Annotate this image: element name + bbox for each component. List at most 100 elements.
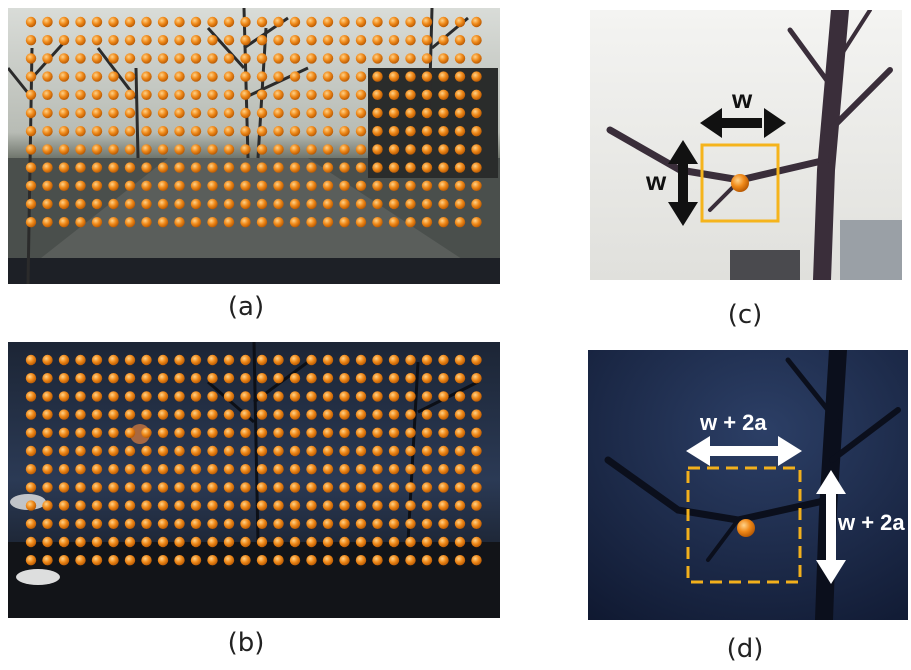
grid-dot	[438, 35, 449, 46]
grid-dot	[405, 16, 416, 28]
grid-dot	[454, 53, 466, 64]
grid-dot	[388, 180, 400, 191]
grid-dot	[355, 162, 367, 173]
grid-dot	[223, 198, 235, 210]
grid-dot	[108, 445, 119, 457]
grid-dot	[273, 53, 284, 64]
grid-dot	[141, 427, 152, 438]
grid-dot	[339, 536, 350, 548]
grid-dot	[256, 427, 268, 438]
grid-dot	[372, 391, 383, 402]
grid-dot	[124, 482, 136, 493]
grid-dot	[207, 445, 218, 457]
grid-dot	[289, 482, 301, 493]
grid-dot	[42, 354, 53, 366]
grid-dot	[306, 71, 317, 82]
grid-dot	[273, 16, 284, 28]
grid-dot	[58, 354, 70, 366]
grid-dot	[339, 126, 350, 137]
grid-dot	[207, 71, 218, 82]
grid-dot	[58, 409, 70, 420]
grid-dot	[388, 126, 400, 137]
grid-dot	[454, 107, 466, 119]
grid-dot	[25, 126, 37, 137]
grid-dot	[108, 89, 119, 101]
grid-dot	[405, 482, 416, 493]
grid-dot	[306, 409, 317, 420]
grid-dot	[306, 536, 317, 548]
grid-dot	[355, 555, 367, 566]
grid-dot	[240, 482, 251, 493]
grid-dot	[306, 482, 317, 493]
grid-dot	[289, 536, 301, 548]
grid-dot	[108, 373, 119, 384]
grid-dot	[273, 391, 284, 402]
grid-dot	[438, 482, 449, 493]
grid-dot	[75, 126, 86, 137]
grid-dot	[240, 144, 251, 155]
grid-dot	[157, 464, 169, 475]
grid-dot	[355, 89, 367, 101]
grid-dot	[421, 373, 433, 384]
grid-dot	[91, 198, 103, 210]
grid-dot	[405, 500, 416, 511]
grid-dot	[58, 162, 70, 173]
grid-dot	[339, 500, 350, 511]
grid-dot	[190, 35, 202, 46]
grid-dot	[454, 71, 466, 82]
grid-dot	[289, 107, 301, 119]
grid-dot	[471, 71, 482, 82]
grid-dot	[471, 373, 482, 384]
grid-dot	[256, 144, 268, 155]
grid-dot	[58, 107, 70, 119]
grid-dot	[124, 89, 136, 101]
height-arrow-d	[816, 470, 846, 584]
grid-dot	[223, 89, 235, 101]
panel-a-svg	[8, 8, 500, 284]
grid-dot	[42, 445, 53, 457]
grid-dot	[306, 107, 317, 119]
grid-dot	[42, 89, 53, 101]
grid-dot	[322, 555, 334, 566]
grid-dot	[438, 409, 449, 420]
grid-dot	[190, 198, 202, 210]
grid-dot	[405, 35, 416, 46]
grid-dot	[372, 500, 383, 511]
grid-dot	[322, 373, 334, 384]
grid-dot	[372, 198, 383, 210]
grid-dot	[223, 162, 235, 173]
grid-dot	[207, 409, 218, 420]
grid-dot	[289, 89, 301, 101]
grid-dot	[306, 126, 317, 137]
grid-dot	[223, 180, 235, 191]
grid-dot	[471, 162, 482, 173]
grid-dot	[240, 162, 251, 173]
grid-dot	[339, 482, 350, 493]
grid-dot	[141, 53, 152, 64]
grid-dot	[91, 500, 103, 511]
grid-dot	[289, 16, 301, 28]
grid-dot	[108, 409, 119, 420]
grid-dot	[438, 144, 449, 155]
grid-dot	[141, 500, 152, 511]
grid-dot	[421, 126, 433, 137]
grid-dot	[42, 536, 53, 548]
grid-dot	[207, 180, 218, 191]
grid-dot	[58, 482, 70, 493]
grid-dot	[207, 464, 218, 475]
grid-dot	[174, 107, 185, 119]
grid-dot	[355, 464, 367, 475]
grid-dot	[454, 464, 466, 475]
panel-b-image	[8, 342, 500, 618]
grid-dot	[190, 555, 202, 566]
grid-dot	[289, 500, 301, 511]
grid-dot	[240, 536, 251, 548]
grid-dot	[58, 53, 70, 64]
grid-dot	[372, 16, 383, 28]
grid-dot	[471, 16, 482, 28]
grid-dot	[42, 500, 53, 511]
grid-dot	[75, 144, 86, 155]
grid-dot	[438, 89, 449, 101]
grid-dot	[256, 162, 268, 173]
grid-dot	[75, 180, 86, 191]
